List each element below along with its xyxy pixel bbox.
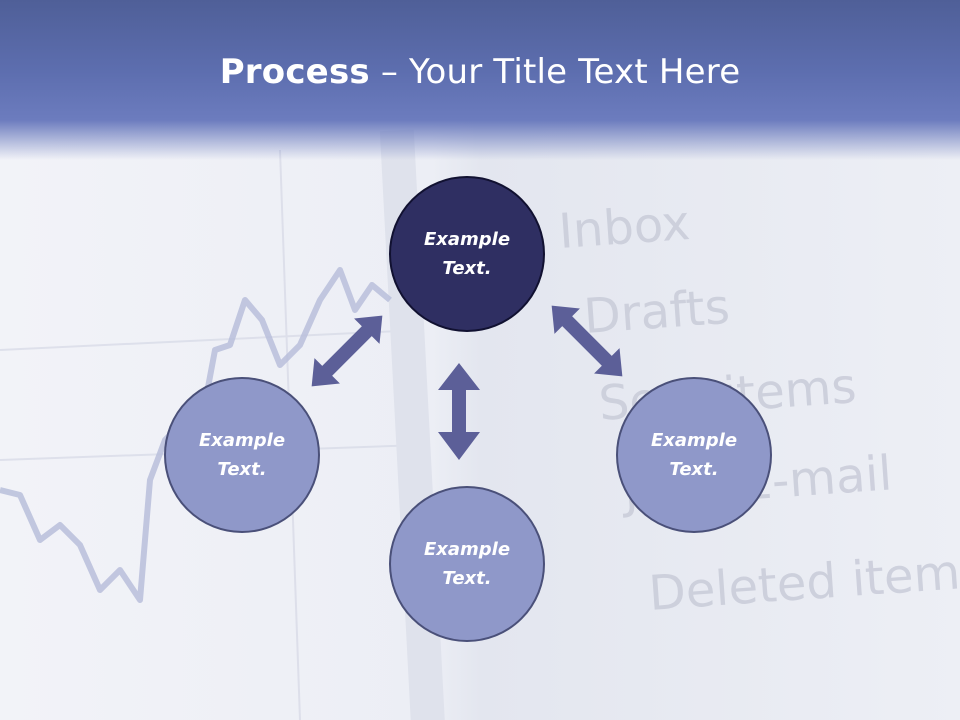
bottom-node: Example Text. [389,486,545,642]
left-node: Example Text. [164,377,320,533]
bg-menu-inbox: Inbox [557,195,692,260]
title-band [0,0,960,160]
title-bold: Process [219,52,370,92]
slide-title: Process – Your Title Text Here [0,52,960,92]
arrow-center-bottom [438,363,480,460]
center-node: Example Text. [389,176,545,332]
arrow-center-right [551,305,623,377]
left-node-label: Example Text. [198,430,286,480]
arrow-center-left [311,315,383,387]
right-node-label: Example Text. [650,430,738,480]
bottom-node-label: Example Text. [423,539,511,589]
center-node-label: Example Text. [423,229,511,279]
title-rest: – Your Title Text Here [369,52,741,92]
bg-menu-drafts: Drafts [582,279,732,345]
right-node: Example Text. [616,377,772,533]
